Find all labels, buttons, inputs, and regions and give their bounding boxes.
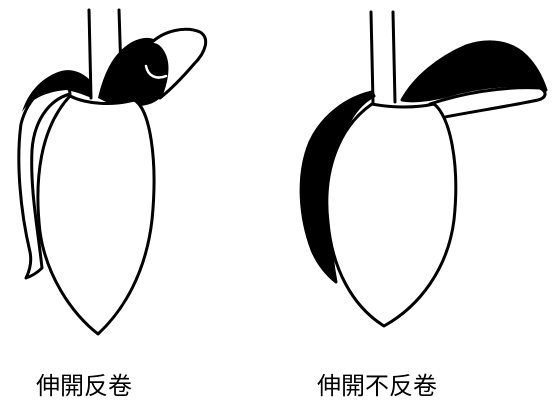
left-figure — [19, 10, 206, 334]
right-figure — [301, 12, 546, 326]
caption-left: 伸開反卷 — [36, 372, 132, 400]
left-figure-stem-left — [89, 10, 91, 98]
right-figure-stem-left — [371, 12, 373, 102]
caption-right: 伸開不反卷 — [317, 372, 437, 400]
left-figure-dark-petal — [98, 38, 167, 107]
right-figure-stem-right — [393, 12, 395, 102]
right-figure-main-body — [327, 104, 456, 326]
left-figure-main-body — [38, 96, 154, 334]
